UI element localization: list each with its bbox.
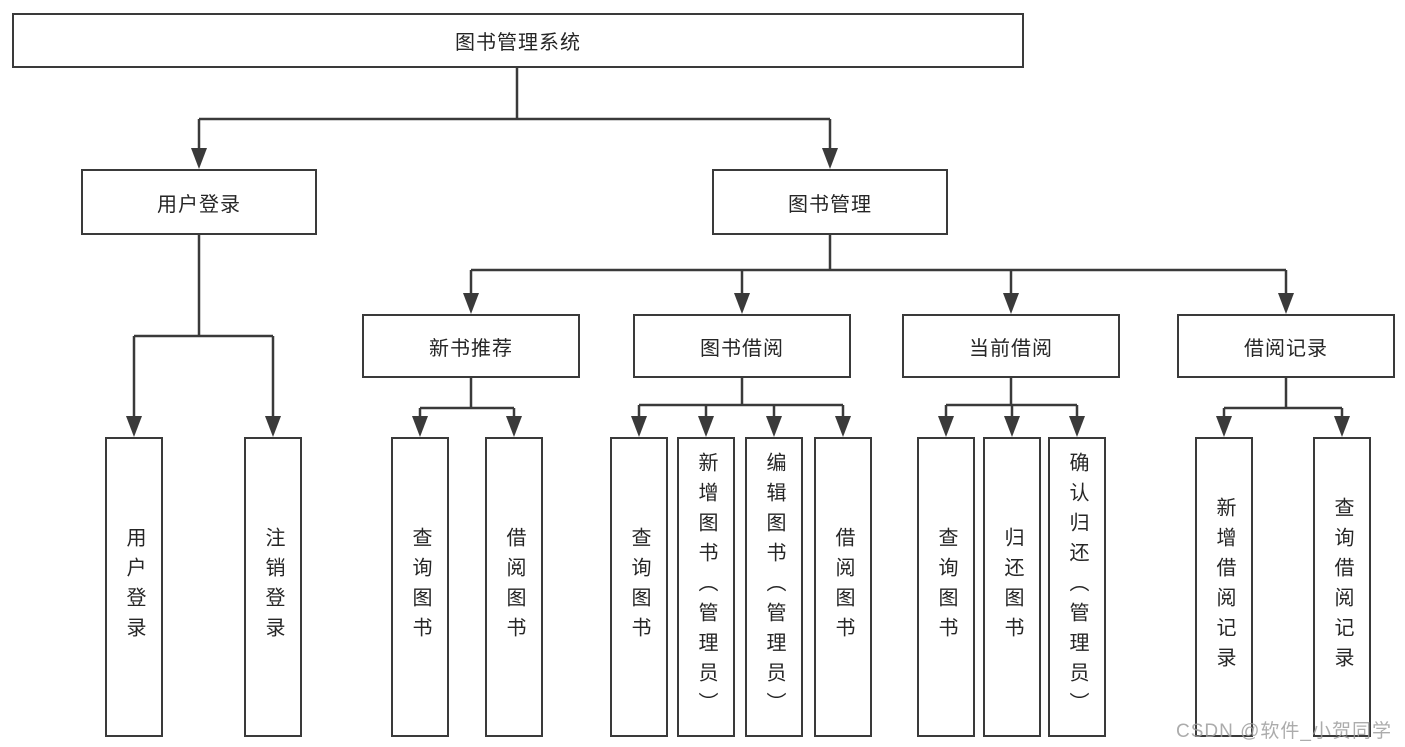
node-label: 查询图书 [409, 527, 431, 647]
leaf-borrow-books-recommend: 借阅图书 [485, 437, 543, 737]
node-label: 当前借阅 [969, 337, 1053, 360]
node-label: 图书管理系统 [455, 32, 581, 54]
leaf-return-books: 归还图书 [983, 437, 1041, 737]
node-label: 归还图书 [1001, 527, 1023, 647]
node-label: 新书推荐 [429, 337, 513, 360]
node-label: 确认归还（管理员） [1066, 452, 1088, 722]
leaf-borrow-books: 借阅图书 [814, 437, 872, 737]
leaf-edit-books-admin: 编辑图书（管理员） [745, 437, 803, 737]
node-current-borrowing: 当前借阅 [902, 314, 1120, 378]
node-new-book-recommendation: 新书推荐 [362, 314, 580, 378]
node-label: 编辑图书（管理员） [763, 452, 785, 722]
node-root: 图书管理系统 [12, 13, 1024, 68]
leaf-confirm-return-admin: 确认归还（管理员） [1048, 437, 1106, 737]
node-label: 新增借阅记录 [1213, 497, 1235, 677]
arrowhead-icons [126, 148, 1350, 437]
leaf-add-borrow-record: 新增借阅记录 [1195, 437, 1253, 737]
csdn-watermark: CSDN @软件_小贺同学 [1176, 721, 1392, 742]
node-label: 图书管理 [788, 193, 872, 216]
leaf-query-books-current: 查询图书 [917, 437, 975, 737]
node-book-management: 图书管理 [712, 169, 948, 235]
node-book-borrowing: 图书借阅 [633, 314, 851, 378]
node-label: 借阅图书 [503, 527, 525, 647]
node-label: 查询图书 [628, 527, 650, 647]
leaf-logout: 注销登录 [244, 437, 302, 737]
node-label: 图书借阅 [700, 337, 784, 360]
node-label: 查询借阅记录 [1331, 497, 1353, 677]
node-user-login: 用户登录 [81, 169, 317, 235]
leaf-query-borrow-record: 查询借阅记录 [1313, 437, 1371, 737]
leaf-user-login: 用户登录 [105, 437, 163, 737]
node-borrowing-records: 借阅记录 [1177, 314, 1395, 378]
node-label: 注销登录 [262, 527, 284, 647]
node-label: 借阅记录 [1244, 337, 1328, 360]
node-label: 新增图书（管理员） [695, 452, 717, 722]
leaf-query-books-borrow: 查询图书 [610, 437, 668, 737]
leaf-add-books-admin: 新增图书（管理员） [677, 437, 735, 737]
node-label: 查询图书 [935, 527, 957, 647]
node-label: 用户登录 [123, 527, 145, 647]
leaf-query-books-recommend: 查询图书 [391, 437, 449, 737]
node-label: 用户登录 [157, 193, 241, 216]
node-label: 借阅图书 [832, 527, 854, 647]
